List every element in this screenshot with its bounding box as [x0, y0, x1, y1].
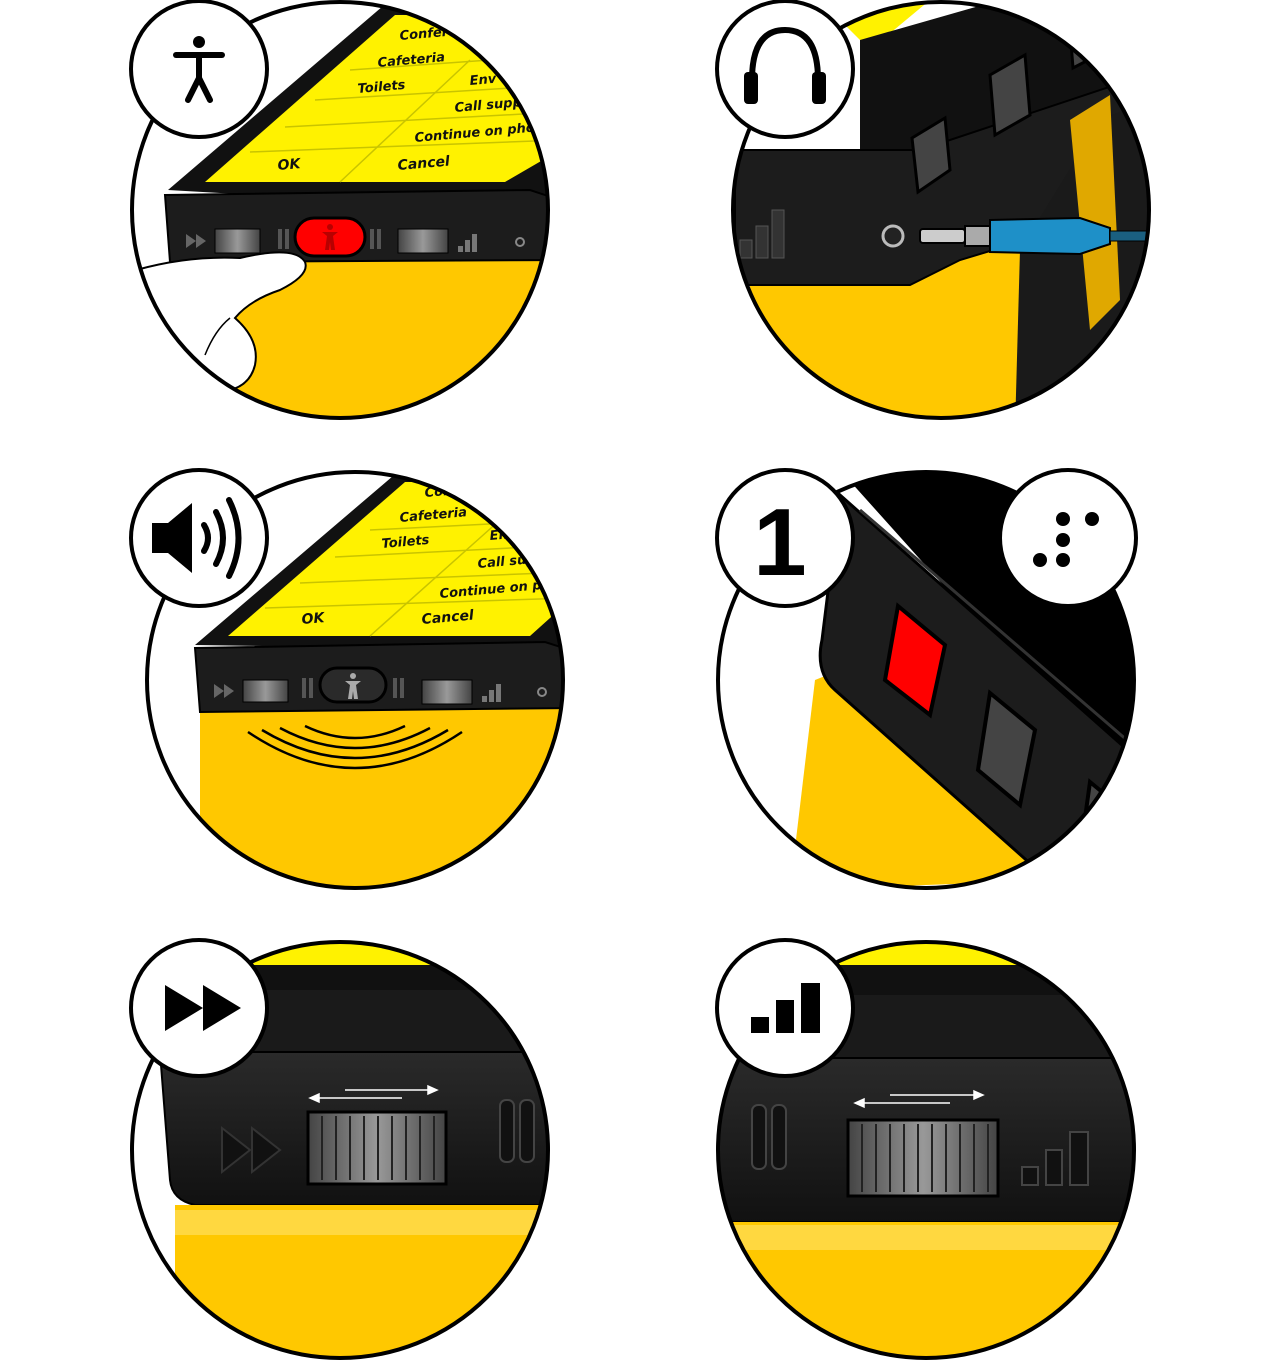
- sound-waves: [247, 724, 463, 770]
- fast-forward-icon: [214, 684, 234, 698]
- key-number-label: 1: [753, 489, 806, 596]
- headphone-jack: [515, 237, 525, 247]
- speed-control-panel: [129, 938, 550, 1360]
- headphones-icon: [744, 26, 826, 104]
- fast-forward-icon: [221, 1125, 282, 1175]
- accessibility-button-panel: Conference halls Cafeteria Toilets Env C…: [129, 0, 550, 420]
- volume-wheel: [397, 228, 449, 254]
- screen-label-toilets: Toilets: [357, 78, 406, 97]
- speed-wheel: [214, 228, 261, 254]
- fast-forward-icon: [186, 234, 206, 248]
- volume-bars-icon: [739, 209, 785, 259]
- badge: [715, 468, 855, 608]
- accessibility-person-icon: [322, 224, 338, 250]
- key-one-red[interactable]: [882, 602, 948, 719]
- speed-wheel: [242, 679, 289, 703]
- headphone-jack: [881, 224, 905, 248]
- volume-control-panel: [715, 938, 1136, 1360]
- braille-dots-icon: [1033, 512, 1099, 567]
- badge: [129, 468, 269, 608]
- keypad-key: [988, 52, 1032, 138]
- accessibility-person-icon: [345, 673, 361, 699]
- badge: [715, 0, 855, 139]
- volume-bars-icon: [458, 234, 477, 252]
- device-screen: [205, 15, 548, 182]
- volume-wheel: [421, 679, 473, 705]
- volume-bars-icon: [1021, 1131, 1089, 1186]
- device-screen: [228, 482, 563, 636]
- screen-label-ok: OK: [301, 610, 326, 628]
- volume-wheel[interactable]: [846, 1118, 1000, 1198]
- screen-label-cafeteria: Cafeteria: [399, 505, 468, 526]
- speaker-icon: [152, 497, 242, 579]
- screen-label-cancel: Cancel: [397, 153, 451, 174]
- volume-bars-icon: [751, 983, 820, 1033]
- slide-direction-arrows: [853, 1089, 985, 1109]
- screen-label-conference: Conference halls: [424, 475, 548, 501]
- slide-direction-arrows: [308, 1084, 439, 1104]
- device-body: [818, 491, 1134, 888]
- screen-label-env: Env: [469, 72, 497, 89]
- headphone-plug: [919, 216, 1149, 256]
- headphone-jack-panel: [715, 0, 1151, 420]
- volume-bars-icon: [482, 684, 501, 702]
- keypad-key: [1079, 778, 1133, 874]
- accessibility-person-icon: [173, 36, 225, 103]
- screen-label-cancel: Cancel: [421, 607, 475, 628]
- keypad-key: [910, 115, 952, 195]
- screen-label-ok: OK: [277, 156, 302, 174]
- fast-forward-icon: [165, 985, 241, 1031]
- screen-label-toilets: Toilets: [381, 533, 430, 552]
- audio-guidance-panel: Conference halls Cafeteria Toilets Env C…: [129, 468, 565, 890]
- tactile-key-one-panel: 1: [715, 468, 1138, 890]
- headphone-jack: [537, 687, 547, 697]
- keypad-key: [975, 689, 1038, 809]
- screen-label-cafeteria: Cafeteria: [377, 50, 446, 71]
